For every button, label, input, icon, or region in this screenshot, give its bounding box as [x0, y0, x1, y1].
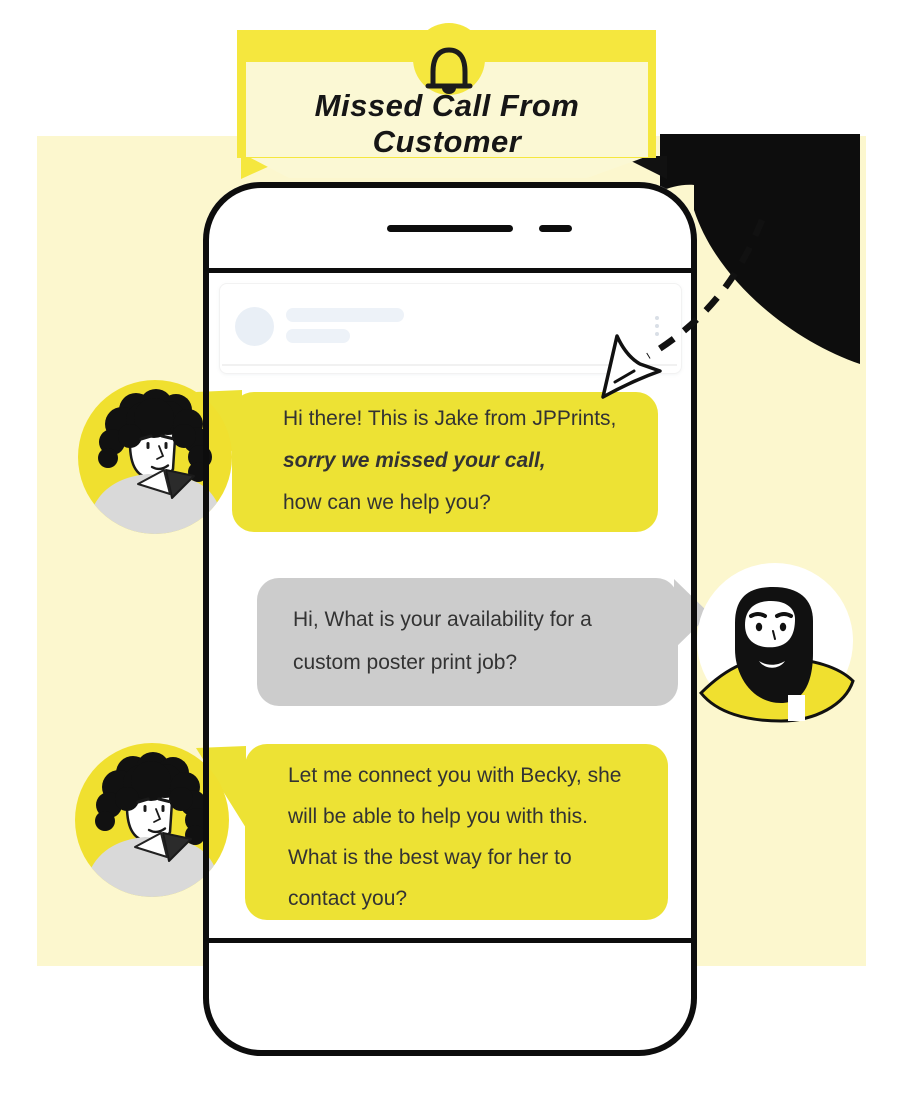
notification-card-divider — [222, 364, 677, 366]
collar-dark — [162, 832, 192, 862]
bell-icon — [425, 47, 473, 94]
message-line: Hi, What is your availability for a — [293, 608, 592, 631]
person-afro-icon — [75, 743, 229, 897]
face-features — [139, 434, 174, 471]
shirt — [86, 474, 225, 534]
screen-top-divider — [207, 268, 693, 273]
message-line: sorry we missed your call, — [283, 449, 546, 472]
agent-message-bubble-1: Hi there! This is Jake from JPPrints, so… — [232, 392, 658, 532]
person-beard-icon — [697, 563, 855, 723]
avatar-agent-1 — [78, 380, 232, 534]
notification-avatar-placeholder — [235, 307, 274, 346]
phone-camera-bar — [539, 225, 572, 232]
collar-white — [137, 469, 171, 495]
message-line: how can we help you? — [283, 491, 491, 514]
phone-speaker-bar — [387, 225, 513, 232]
message-line: Hi there! This is Jake from JPPrints, — [283, 407, 617, 430]
message-line: contact you? — [288, 887, 408, 910]
face-features — [749, 612, 793, 640]
banner-fold-right-shadow — [621, 156, 667, 179]
shirt — [83, 837, 222, 897]
notification-title-placeholder — [286, 308, 404, 322]
message-line: will be able to help you with this. — [288, 805, 588, 828]
screen-bottom-divider — [207, 938, 693, 943]
banner-ribbon-flap — [247, 156, 648, 178]
collar-dark — [165, 469, 195, 499]
neck — [788, 695, 805, 721]
face-features — [136, 797, 171, 834]
message-line: What is the best way for her to — [288, 846, 572, 869]
afro-hair — [95, 752, 209, 845]
face — [745, 601, 795, 648]
avatar-agent-2 — [75, 743, 229, 897]
person-afro-icon — [78, 380, 232, 534]
smile — [759, 661, 785, 668]
message-line: Let me connect you with Becky, she — [288, 764, 622, 787]
message-line: custom poster print job? — [293, 651, 518, 674]
customer-message-bubble: Hi, What is your availability for a cust… — [257, 578, 678, 706]
avatar-customer — [687, 553, 887, 773]
notification-subtitle-placeholder — [286, 329, 350, 343]
agent-message-bubble-2: Let me connect you with Becky, she will … — [245, 744, 668, 920]
collar-white — [134, 832, 168, 858]
banner-title: Missed Call From Customer — [314, 88, 580, 159]
afro-hair — [98, 389, 212, 482]
